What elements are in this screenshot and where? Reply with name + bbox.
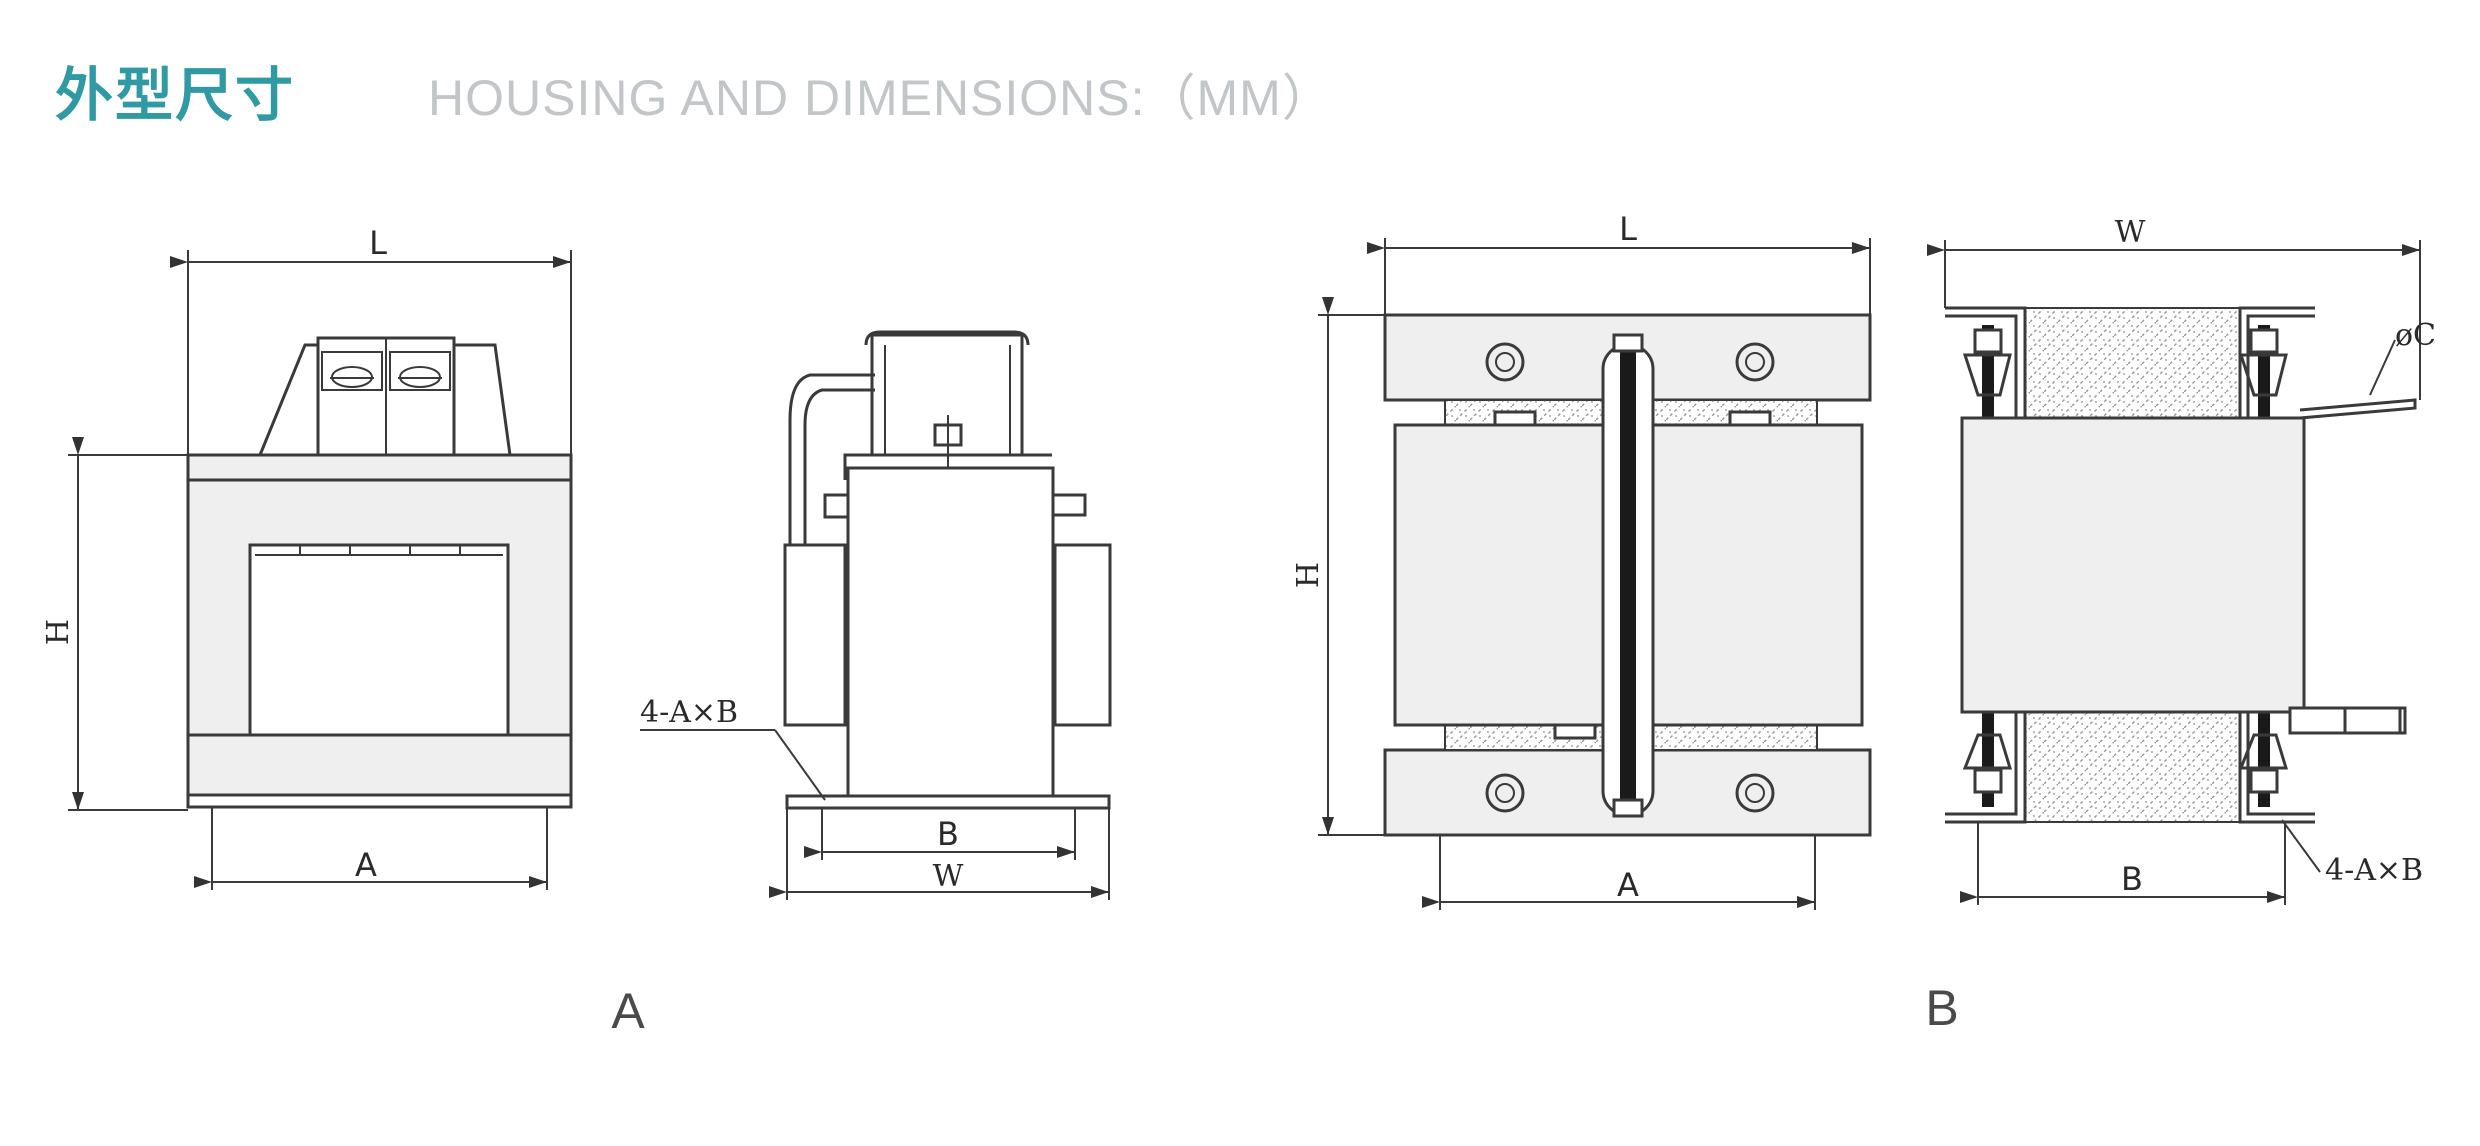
drawing-b-front-view: L H A [1291, 210, 1872, 910]
drawing-a-side-view: 4-A×B B W [640, 330, 1112, 900]
a-front-dim-h: H [41, 619, 76, 645]
a-side-dim-w: W [933, 859, 964, 894]
a-side-dim-hole: 4-A×B [640, 695, 738, 730]
title-chinese: 外型尺寸 [55, 61, 296, 129]
a-front-dim-l: L [369, 224, 387, 262]
b-front-dim-l: L [1619, 210, 1637, 248]
caption-a: A [611, 983, 645, 1039]
b-side-dim-w: W [2115, 215, 2146, 250]
a-front-dim-a: A [355, 846, 377, 884]
b-front-dim-a: A [1617, 866, 1639, 904]
b-side-dim-b: B [2121, 860, 2143, 898]
caption-b: B [1925, 980, 1958, 1036]
b-side-dim-hole: 4-A×B [2325, 853, 2423, 888]
drawing-a-front-view: L H A [41, 224, 573, 890]
a-side-dim-b: B [937, 815, 959, 853]
terminal-block [257, 336, 512, 457]
b-side-dim-diameter: øC [2395, 318, 2436, 353]
b-front-dim-h: H [1291, 562, 1326, 588]
drawing-b-side-view: W øC B 4-A×B [1927, 215, 2436, 905]
title-english: HOUSING AND DIMENSIONS:（MM） [428, 70, 1333, 126]
